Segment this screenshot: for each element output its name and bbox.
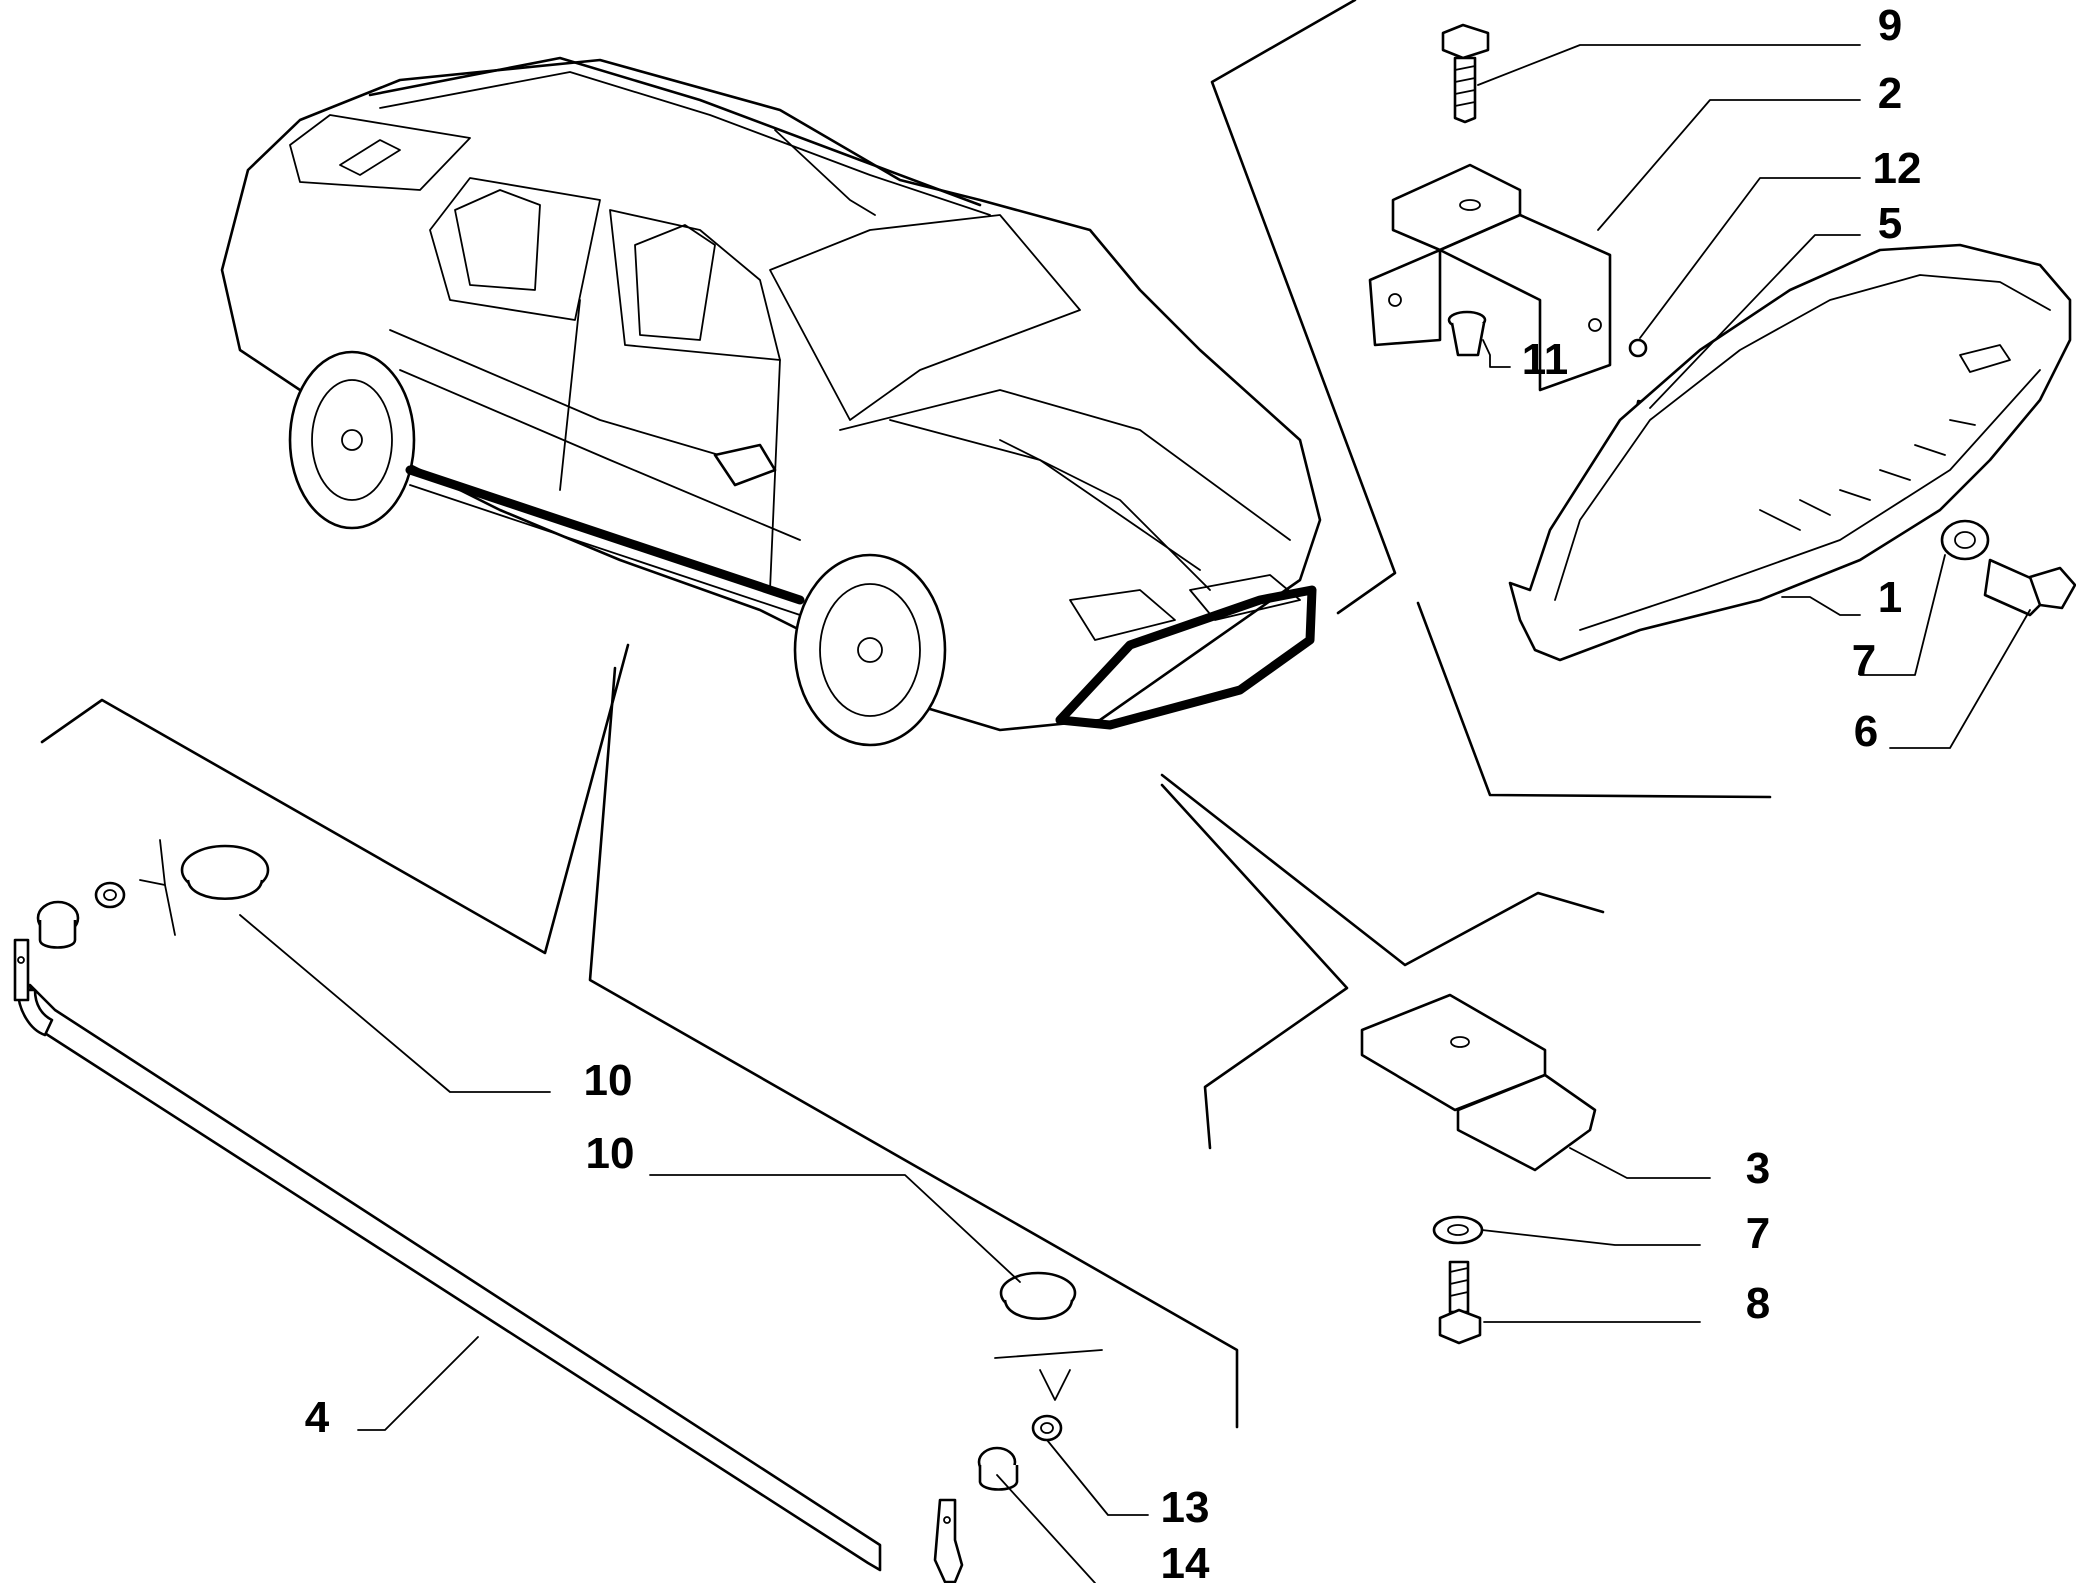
label-part-9: 9 [1878,1,1902,50]
washer-7-upper [1940,519,1990,561]
alternative-bracket-marks [139,839,1103,1401]
washer-7-lower [1432,1215,1484,1245]
label-part-13: 13 [1161,1483,1210,1532]
label-part-2: 2 [1878,69,1902,118]
bracket-3 [1360,993,1597,1172]
label-part-10-left: 10 [584,1056,633,1105]
side-bar-4 [13,938,964,1583]
callout-frame-left [40,643,1239,1429]
bush-14-left [36,900,80,949]
bolt-8 [1438,1260,1482,1345]
label-part-14: 14 [1161,1539,1210,1583]
label-part-6: 6 [1854,707,1878,756]
front-bumper-trim-1 [1508,243,2072,662]
label-part-10-right: 10 [586,1129,635,1178]
nut-12 [1628,338,1648,358]
callout-frame-lower-right [1160,773,1605,1150]
label-part-11: 11 [1522,335,1569,384]
bolt-9 [1441,23,1490,124]
part-labels: 9 2 12 5 11 1 7 6 3 7 8 10 10 4 13 14 [305,1,1922,1583]
plug-10-left [180,844,270,900]
label-part-5: 5 [1878,199,1902,248]
label-part-3: 3 [1746,1144,1770,1193]
car-illustration [220,56,1322,747]
callout-frame-upper-right [1210,0,1772,799]
washer-13-right [1031,1414,1063,1442]
leader-lines [239,44,2031,1583]
washer-13-left [94,881,126,909]
label-part-7-lower: 7 [1746,1209,1770,1258]
label-part-4: 4 [305,1393,330,1442]
label-part-7-upper: 7 [1852,636,1876,685]
label-part-8: 8 [1746,1279,1770,1328]
bolt-6 [1983,558,2076,617]
plug-10-right [999,1271,1077,1320]
bush-14-right [977,1446,1019,1491]
label-part-1: 1 [1878,573,1902,622]
bracket-2 [1368,163,1612,392]
label-part-12: 12 [1873,144,1922,193]
clip-nut-11 [1447,310,1487,357]
